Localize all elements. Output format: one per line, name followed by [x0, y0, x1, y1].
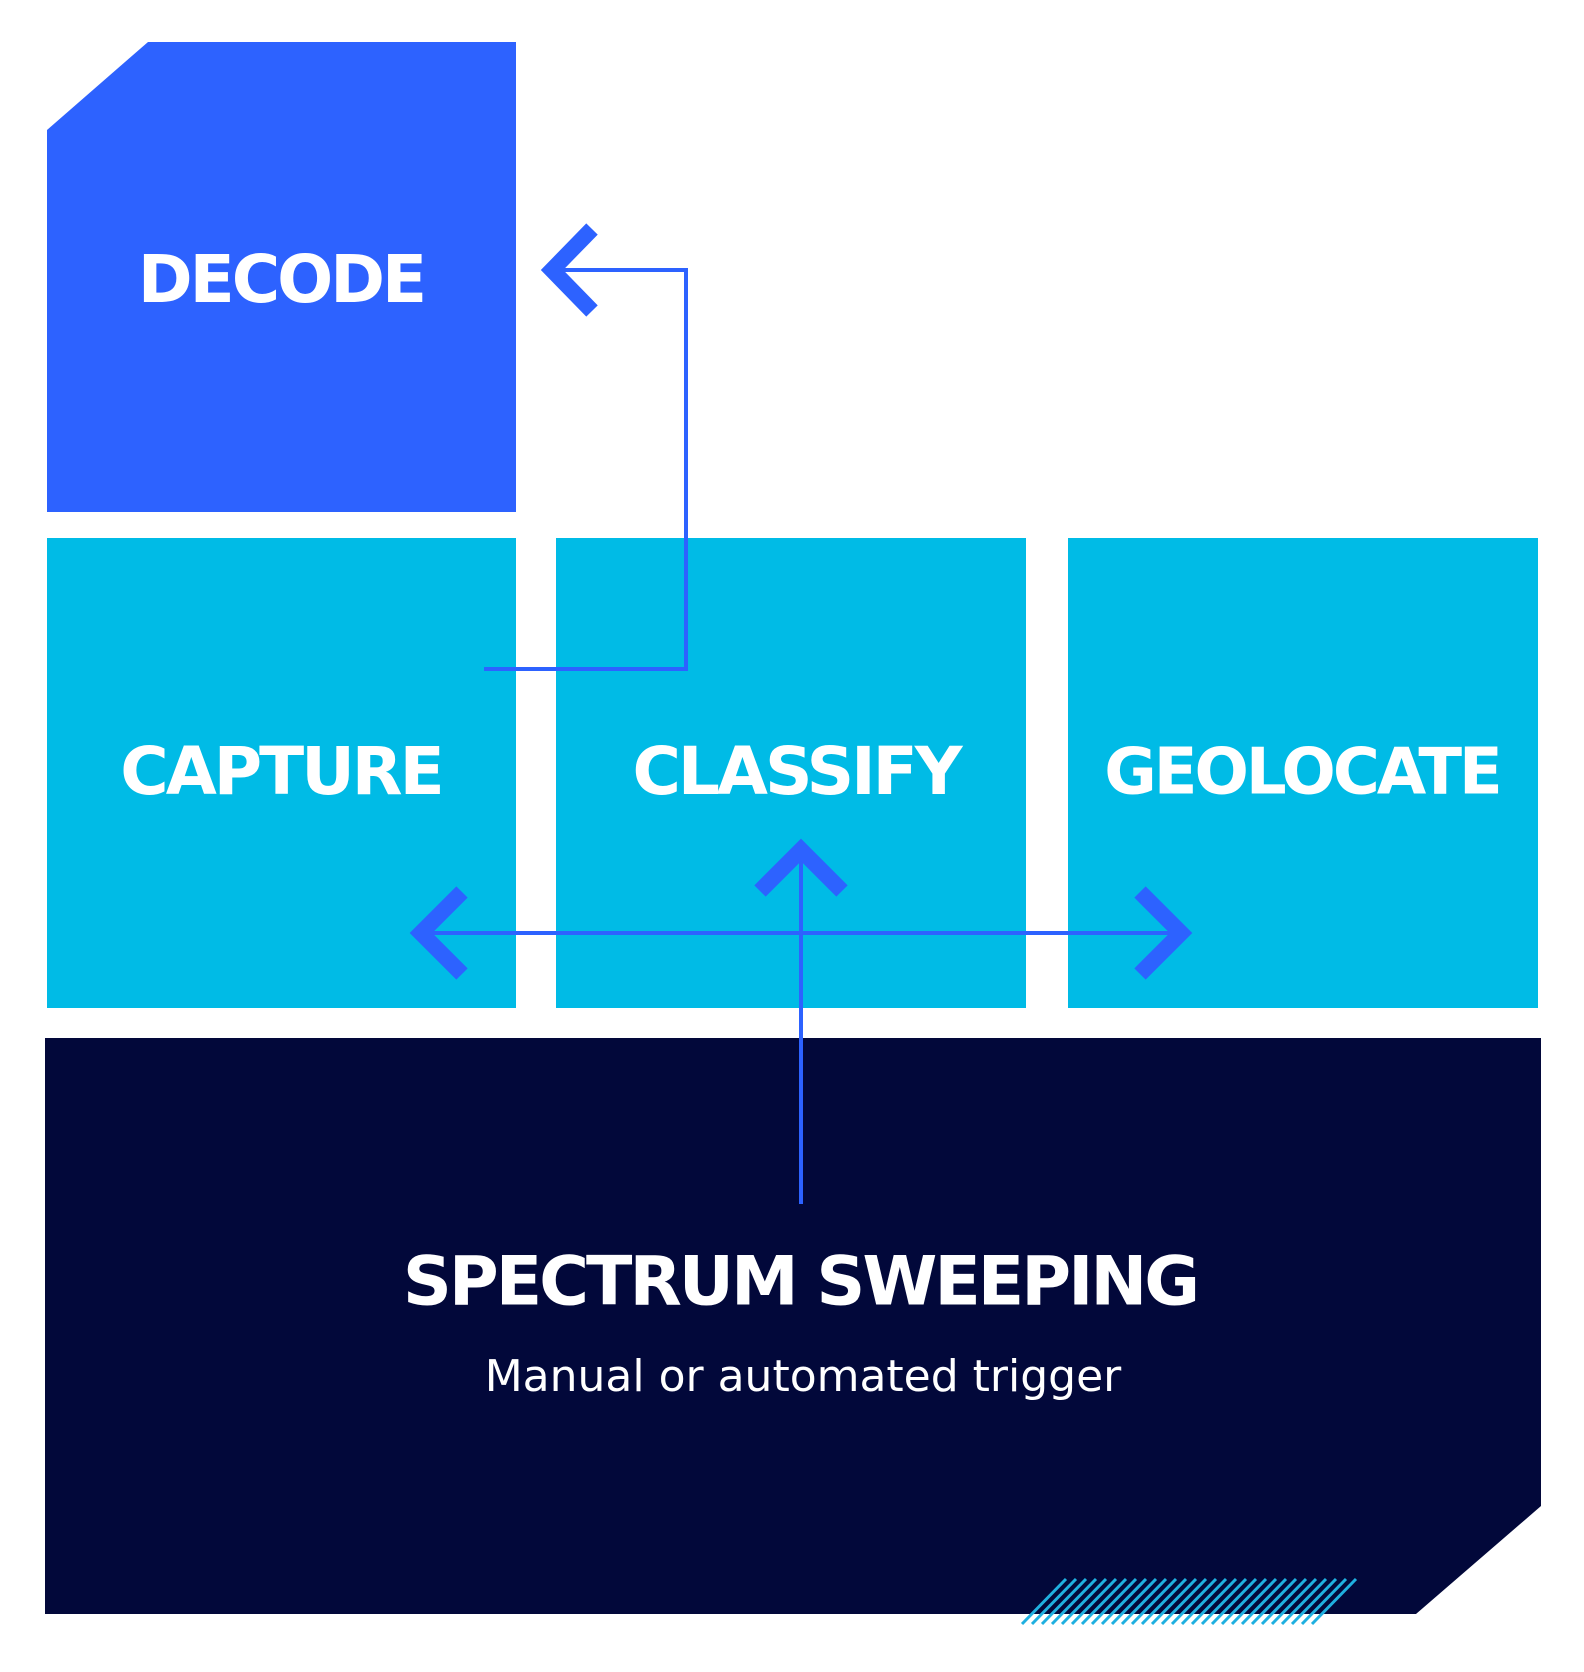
hatch-line — [1200, 1577, 1248, 1626]
hatch-line — [1310, 1577, 1358, 1626]
hatch-line — [1100, 1577, 1148, 1626]
spectrum-sweeping-sublabel: Manual or automated trigger — [485, 1351, 1122, 1402]
capture-label: CAPTURE — [120, 733, 441, 810]
spectrum-sweeping-label: SPECTRUM SWEEPING — [403, 1243, 1197, 1322]
hatch-line — [1190, 1577, 1238, 1626]
hatch-line — [1090, 1577, 1138, 1626]
hatch-line — [1110, 1577, 1158, 1626]
hatch-line — [1250, 1577, 1298, 1626]
hatch-line — [1020, 1577, 1068, 1626]
hatch-line — [1030, 1577, 1078, 1626]
decode-block — [47, 42, 516, 512]
hatch-line — [1040, 1577, 1088, 1626]
capture-arrowhead — [409, 886, 468, 980]
capture-to-decode-connector — [484, 268, 688, 671]
decode-label: DECODE — [138, 241, 424, 318]
hatch-line — [1180, 1577, 1228, 1626]
hatch-line — [1280, 1577, 1328, 1626]
hatch-line — [1300, 1577, 1348, 1626]
hatch-line — [1050, 1577, 1098, 1626]
hatch-line — [1260, 1577, 1308, 1626]
hatch-line — [1060, 1577, 1108, 1626]
hatch-line — [1170, 1577, 1218, 1626]
classify-arrowhead — [754, 838, 848, 897]
hatch-line — [1080, 1577, 1128, 1626]
classify-block — [556, 538, 1026, 1008]
hatch-line — [1210, 1577, 1258, 1626]
decorative-hatch-icon — [1020, 1577, 1358, 1626]
hatch-line — [1130, 1577, 1178, 1626]
decode-arrowhead — [540, 223, 598, 317]
hatch-line — [1120, 1577, 1168, 1626]
hatch-line — [1160, 1577, 1208, 1626]
hatch-line — [1230, 1577, 1278, 1626]
geolocate-block — [1068, 538, 1538, 1008]
geolocate-label: GEOLOCATE — [1104, 736, 1499, 810]
hatch-line — [1150, 1577, 1198, 1626]
geolocate-arrowhead — [1134, 886, 1193, 980]
capture-block — [47, 538, 516, 1008]
hatch-line — [1290, 1577, 1338, 1626]
spectrum-sweeping-block — [45, 1038, 1541, 1614]
hatch-line — [1070, 1577, 1118, 1626]
hatch-line — [1140, 1577, 1188, 1626]
hatch-line — [1220, 1577, 1268, 1626]
classify-label: CLASSIFY — [632, 733, 963, 810]
hatch-line — [1270, 1577, 1318, 1626]
hatch-line — [1240, 1577, 1288, 1626]
